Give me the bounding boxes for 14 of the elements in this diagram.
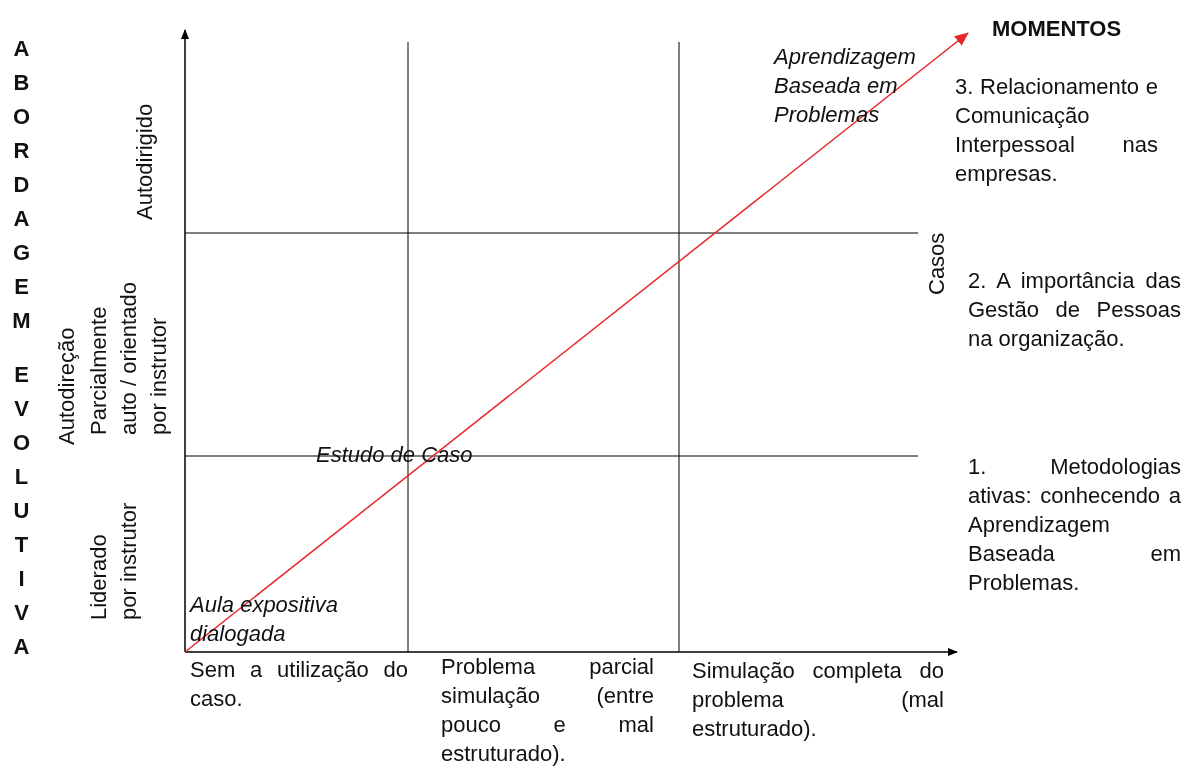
axis-label: Autodireção xyxy=(53,326,80,445)
moment-text: 3. Relacionamento e Comunicação Interpessoal nas empresas. xyxy=(955,73,1158,188)
axis-label: Autodirigido xyxy=(131,102,158,220)
axis-label: Sem a utilização do caso. xyxy=(190,656,408,713)
heading: MOMENTOS xyxy=(992,15,1123,43)
moment-text: 1. Metodologias ativas: conhecendo a Aprendizagem Baseada em Problemas. xyxy=(968,453,1181,597)
side-title: ABORDAGEM xyxy=(10,36,32,342)
axis-label: Liderado por instrutor xyxy=(85,501,142,620)
axis-label: Simulação completa do problema (mal estruturado). xyxy=(692,657,944,743)
axis-label: Casos xyxy=(923,231,950,295)
side-title: EVOLUTIVA xyxy=(10,362,32,668)
moment-text: 2. A importância das Gestão de Pessoas na organização. xyxy=(968,267,1181,353)
axis-label: Problema parcial simulação (entre pouco e mal estruturado). xyxy=(441,653,654,768)
axis-label: Parcialmente auto / orientado por instrutor xyxy=(85,281,172,435)
